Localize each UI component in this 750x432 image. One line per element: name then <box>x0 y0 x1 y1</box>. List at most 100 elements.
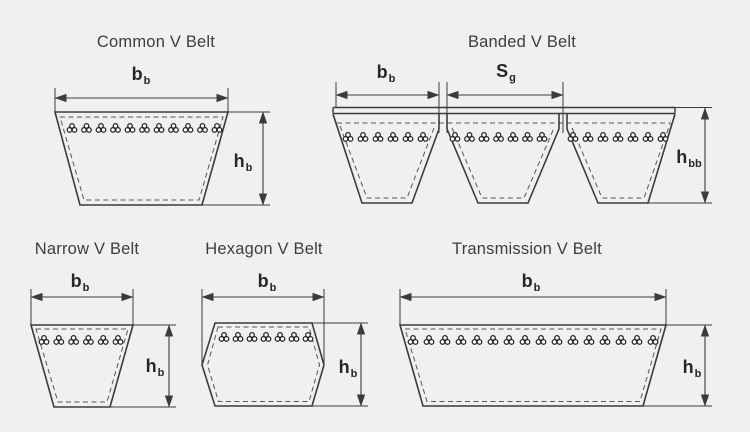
banded-height-label: hbb <box>676 147 701 170</box>
cord-cross-section-icon <box>232 331 244 342</box>
cord-cross-section-icon <box>423 334 435 345</box>
label-base: h <box>682 357 694 377</box>
cord-cross-section-icon <box>519 334 531 345</box>
cord-cross-section-icon <box>536 131 548 142</box>
cord-cross-section-icon <box>582 131 594 142</box>
cord-cross-section-icon <box>82 334 94 345</box>
cord-cross-section-icon <box>551 334 563 345</box>
cord-cross-section-icon <box>246 331 258 342</box>
cord-cross-section-icon <box>197 122 208 133</box>
label-base: b <box>257 271 269 291</box>
cord-cross-section-icon <box>407 334 419 345</box>
cord-cross-section-icon <box>95 122 107 133</box>
band-lines <box>332 106 676 115</box>
label-subscript: b <box>143 75 151 87</box>
cord-cross-section-icon <box>81 122 92 133</box>
cord-cross-section-icon <box>112 334 124 345</box>
cord-cross-section-icon <box>522 131 533 142</box>
cord-cross-section-icon <box>657 131 669 142</box>
label-base: h <box>676 147 688 167</box>
cord-cross-section-icon <box>357 131 369 142</box>
cord-cross-section-icon <box>387 131 399 142</box>
label-subscript: b <box>269 282 277 294</box>
cord-cross-section-icon <box>599 334 611 345</box>
cord-cross-section-icon <box>372 131 384 142</box>
cord-cross-section-icon <box>274 331 286 342</box>
cord-cross-section-icon <box>53 334 65 345</box>
label-base: b <box>521 271 533 291</box>
width-extension-lines <box>399 289 667 325</box>
label-base: b <box>131 64 143 84</box>
narrow-height-label: hb <box>145 356 165 379</box>
cord-cross-section-icon <box>583 334 595 345</box>
belt-inner-dashed-outline <box>59 116 224 201</box>
width-extension-lines <box>54 88 229 112</box>
cord-cross-section-icon <box>612 131 624 142</box>
cord-cross-section-icon <box>139 122 150 133</box>
rib2-dashed-outline <box>451 127 555 199</box>
label-base: b <box>70 271 82 291</box>
label-base: h <box>145 356 157 376</box>
belt-inner-dashed-outline <box>35 328 129 403</box>
cord-cross-section-icon <box>647 334 659 345</box>
cord-cross-section-icon <box>487 334 499 345</box>
cord-row <box>66 122 223 133</box>
cord-cross-section-icon <box>535 334 547 345</box>
cord-row <box>38 334 124 345</box>
cord-cross-section-icon <box>567 334 579 345</box>
cord-cross-section-icon <box>68 334 80 345</box>
belt-inner-dashed-outline <box>404 328 662 402</box>
banded-width-label: bb <box>377 63 396 85</box>
hexagon-width-label: bb <box>257 271 277 294</box>
label-subscript: b <box>388 73 396 85</box>
cord-cross-section-icon <box>507 131 519 142</box>
cord-cross-section-icon <box>471 334 483 345</box>
cord-cross-section-icon <box>342 131 354 142</box>
cord-cross-section-icon <box>168 122 179 133</box>
cord-cross-section-icon <box>631 334 643 345</box>
cord-cross-section-icon <box>597 131 609 142</box>
narrow-v-belt-title: Narrow V Belt <box>34 240 140 258</box>
transmission-width-label: bb <box>521 271 541 294</box>
ribs-outline <box>332 113 676 204</box>
label-subscript: b <box>350 368 358 380</box>
cord-row <box>567 131 669 142</box>
cord-cross-section-icon <box>153 122 165 133</box>
belt-outline <box>398 324 668 407</box>
cord-row <box>407 334 659 345</box>
rib3-dashed-outline <box>571 123 671 199</box>
cord-cross-section-icon <box>455 334 467 345</box>
cord-cross-section-icon <box>464 131 475 142</box>
narrow-v-belt-figure <box>29 289 176 408</box>
cord-cross-section-icon <box>642 131 654 142</box>
cord-cross-section-icon <box>402 131 414 142</box>
banded-v-belt-figure <box>332 82 712 204</box>
cord-cross-section-icon <box>627 131 639 142</box>
banded-spacing-label: Sg <box>496 62 516 84</box>
cord-cross-section-icon <box>218 331 230 342</box>
cord-cross-section-icon <box>110 122 121 133</box>
common-v-belt-figure <box>53 88 270 206</box>
common-width-label: bb <box>131 64 151 87</box>
cord-cross-section-icon <box>449 131 461 142</box>
cord-cross-section-icon <box>417 131 429 142</box>
transmission-v-belt-figure <box>398 289 712 407</box>
cord-cross-section-icon <box>439 334 451 345</box>
cord-cross-section-icon <box>478 131 490 142</box>
cord-cross-section-icon <box>503 334 515 345</box>
label-subscript: g <box>509 72 516 84</box>
label-subscript: b <box>533 282 541 294</box>
label-subscript: b <box>245 162 253 174</box>
cord-row <box>218 331 314 342</box>
cord-cross-section-icon <box>124 122 136 133</box>
cord-cross-section-icon <box>493 131 504 142</box>
label-base: h <box>338 357 350 377</box>
cord-cross-section-icon <box>615 334 627 345</box>
cord-cross-section-icon <box>182 122 194 133</box>
label-subscript: bb <box>688 158 702 170</box>
hexagon-height-label: hb <box>338 357 358 380</box>
label-subscript: b <box>157 367 165 379</box>
hexagon-v-belt-title: Hexagon V Belt <box>205 240 323 258</box>
